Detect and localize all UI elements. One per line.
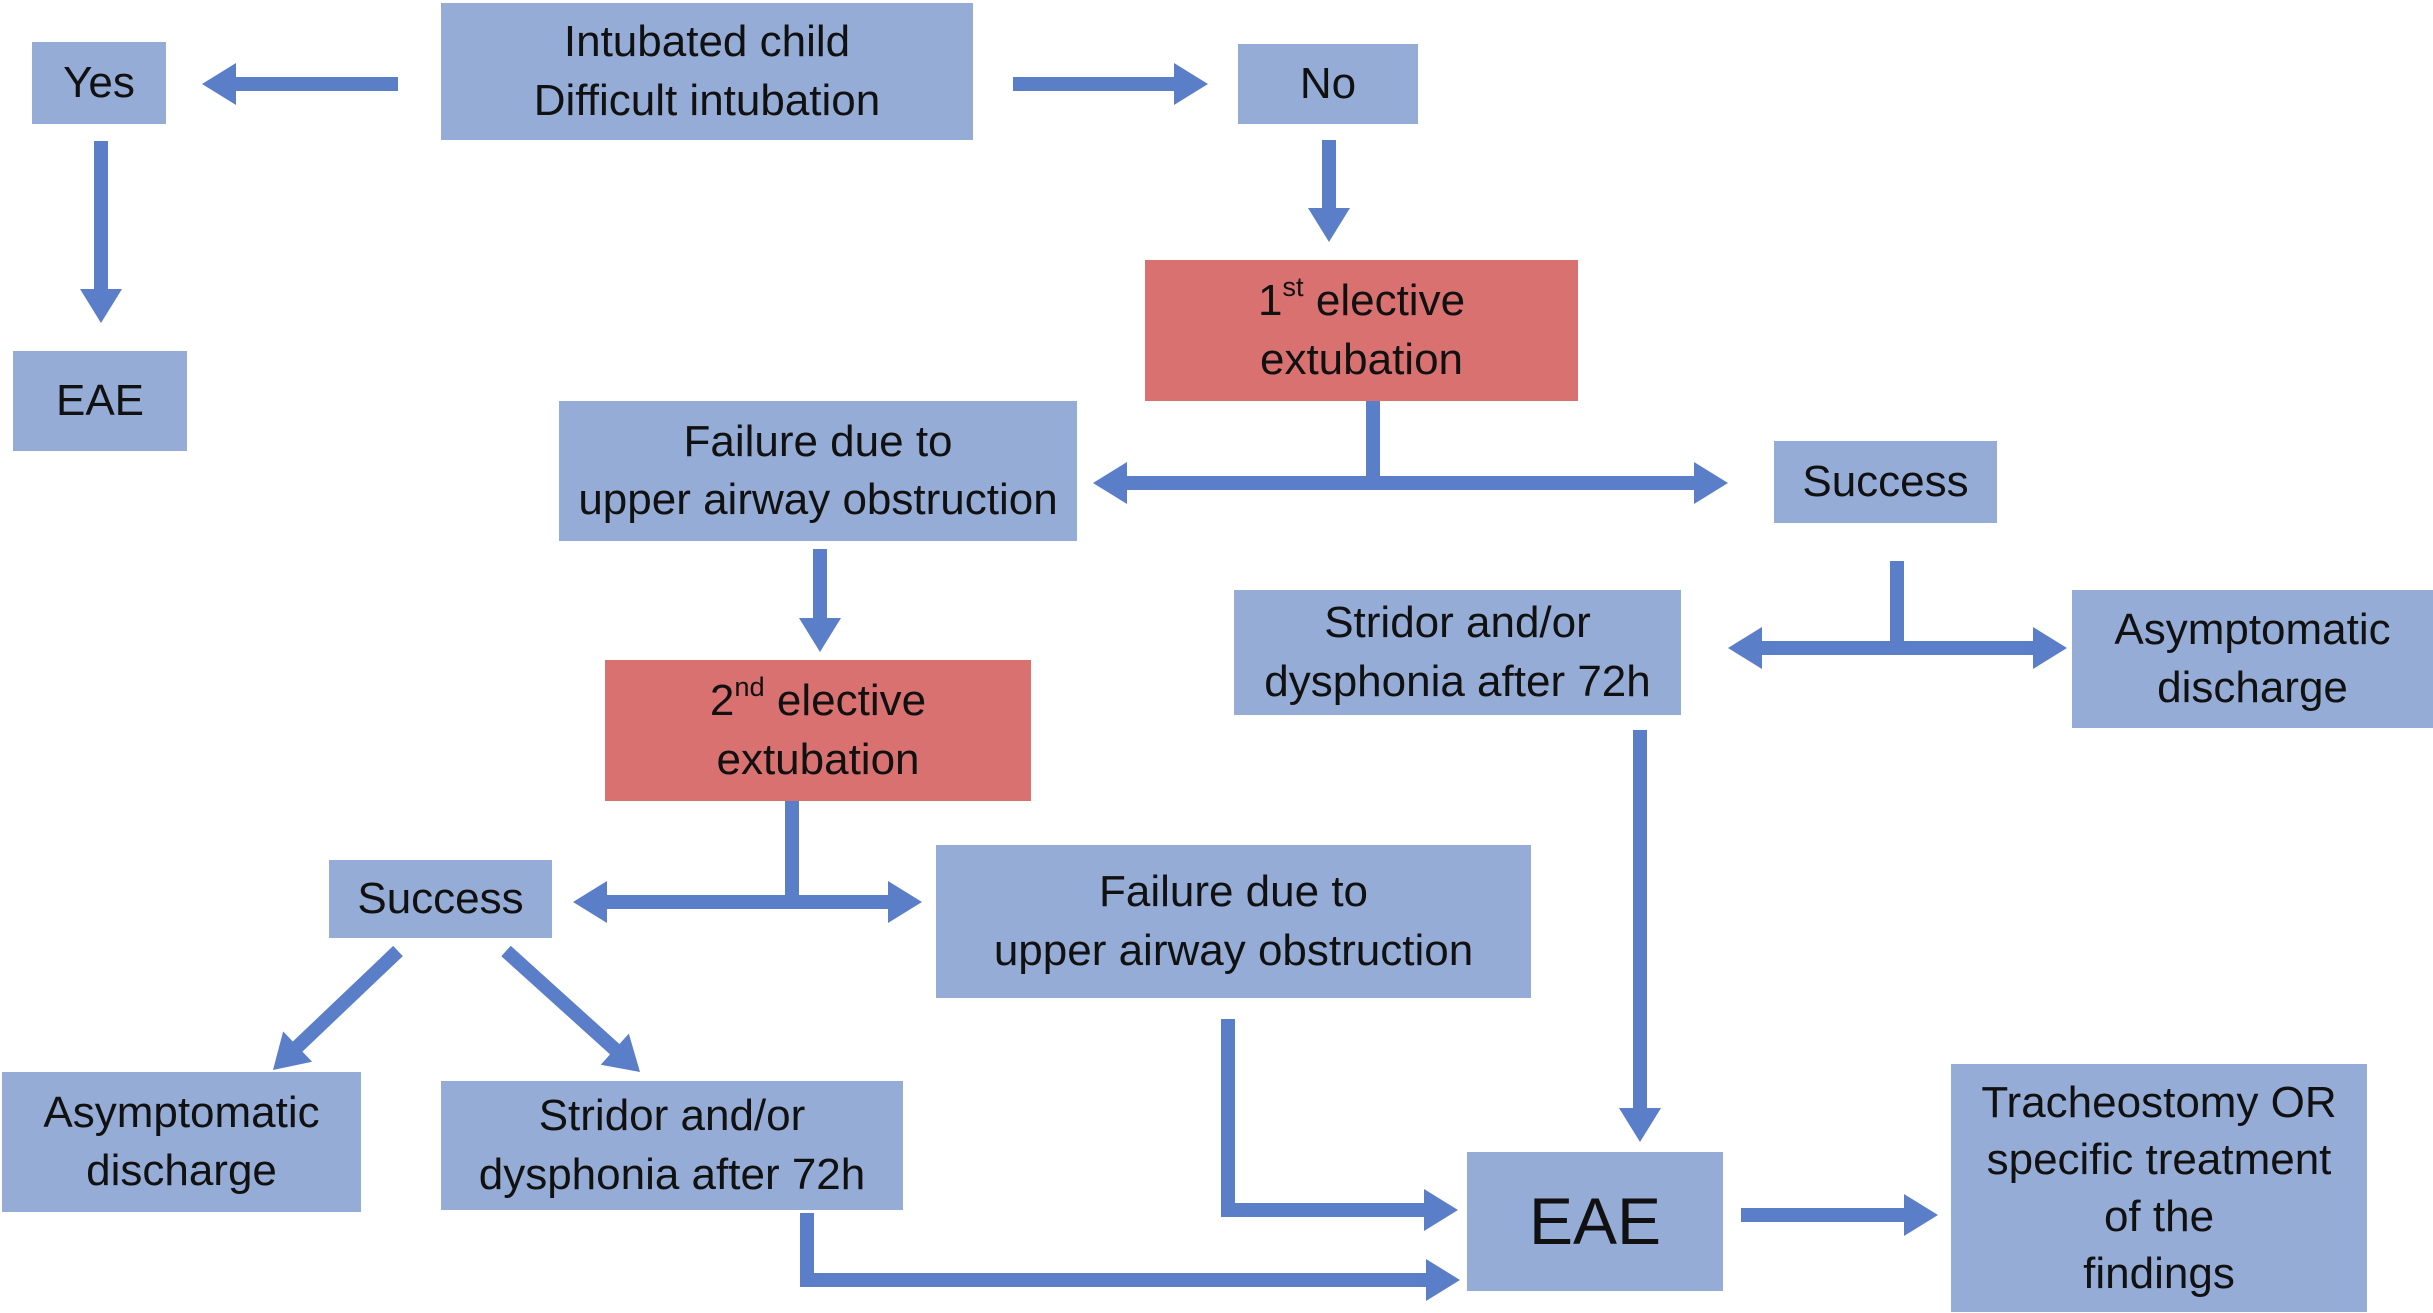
second-ordinal: 2 [709,676,735,726]
second-elective-extubation-box: 2nd elective extubation [605,660,1031,801]
second-extubation-line2: extubation [716,734,920,784]
arrow-second-split-head-left [573,881,607,923]
asymptomatic-box-1: Asymptomatic discharge [2072,590,2433,728]
failure2-line2: upper airway obstruction [993,925,1474,975]
first-elective-extubation-box: 1st elective extubation [1145,260,1578,401]
second-ordinal-suffix: nd [734,670,765,702]
arrow-no-to-first-extubation-head [1308,208,1350,242]
tracheostomy-box: Tracheostomy OR specific treatment of th… [1951,1064,2367,1312]
stridor-box-1: Stridor and/or dysphonia after 72h [1234,590,1681,715]
failure-box-1: Failure due to upper airway obstruction [559,401,1077,541]
arrow-stridor2-to-eae-head [1426,1259,1460,1301]
failure-box-2: Failure due to upper airway obstruction [936,845,1531,998]
failure1-line1: Failure due to [683,416,953,466]
failure1-line2: upper airway obstruction [578,475,1058,524]
first-ordinal-suffix: st [1282,270,1304,302]
yes-label: Yes [63,57,135,107]
no-label: No [1299,58,1357,108]
second-extubation-line1-rest: elective [764,676,927,726]
first-extubation-line1: 1st elective [1258,272,1465,330]
arrow-stridor1-to-eae-head [1619,1108,1661,1142]
intubated-line1: Intubated child [563,17,851,67]
stridor1-line1: Stridor and/or [1324,598,1591,648]
arrow-success2-to-asymptomatic-head [273,1031,313,1070]
second-extubation-line1: 2nd elective [710,672,926,730]
arrow-intubated-to-yes-head [202,63,236,105]
success1-label: Success [1802,456,1969,506]
eae-top-label: EAE [55,375,145,425]
eae-top-box: EAE [13,351,187,451]
success-box-1: Success [1774,441,1997,523]
arrow-yes-to-eae-head [80,289,122,323]
asymptomatic1-line1: Asymptomatic [2114,604,2391,654]
arrow-failure2-to-eae-head [1424,1189,1458,1231]
first-ordinal: 1 [1257,276,1283,326]
stridor2-line1: Stridor and/or [538,1091,806,1141]
asymptomatic-box-2: Asymptomatic discharge [2,1072,361,1212]
arrow-eae-to-tracheostomy-head [1904,1194,1938,1236]
tracheostomy-line4: findings [2083,1249,2235,1299]
asymptomatic2-line1: Asymptomatic [43,1087,320,1137]
arrow-success2-to-asymptomatic-shaft [291,945,403,1054]
first-extubation-line2: extubation [1259,334,1464,384]
eae-main-label: EAE [1528,1183,1662,1258]
arrow-intubated-to-no-head [1174,63,1208,105]
asymptomatic2-line2: discharge [86,1146,277,1195]
arrow-failure1-to-second-extubation-head [799,618,841,652]
arrow-second-split-head-right [888,881,922,923]
stridor-box-2: Stridor and/or dysphonia after 72h [441,1081,903,1210]
eae-main-box: EAE [1467,1152,1723,1291]
arrow-success2-to-stridor-head [600,1033,640,1072]
failure2-line1: Failure due to [1098,867,1369,917]
yes-box: Yes [32,42,166,124]
stridor2-line2: dysphonia after 72h [478,1149,866,1199]
asymptomatic1-line2: discharge [2157,663,2348,712]
first-extubation-line1-rest: elective [1303,276,1466,326]
intubated-line2: Difficult intubation [533,75,881,125]
arrow-success1-split-head-left [1728,627,1762,669]
tracheostomy-line1: Tracheostomy OR [1981,1077,2337,1127]
arrow-success2-to-stridor-shaft [501,945,621,1056]
success2-label: Success [357,873,524,923]
arrow-first-split-head-right [1694,462,1728,504]
arrow-success1-split-head-right [2033,627,2067,669]
stridor1-line2: dysphonia after 72h [1264,656,1651,706]
intubated-child-box: Intubated child Difficult intubation [441,3,973,140]
no-box: No [1238,44,1418,124]
tracheostomy-line2: specific treatment [1986,1134,2332,1184]
arrow-first-split-head-left [1093,462,1127,504]
tracheostomy-line3: of the [2103,1192,2215,1241]
success-box-2: Success [329,860,552,938]
